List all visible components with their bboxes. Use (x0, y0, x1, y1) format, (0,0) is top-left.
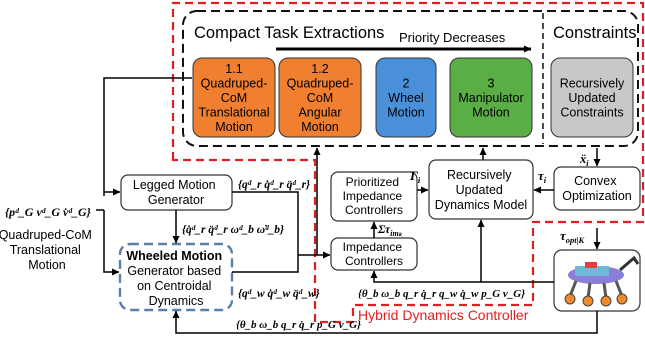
tau-opt-label: τopt|K (560, 228, 586, 245)
task-box-3 (449, 57, 533, 138)
convex-optimization-label: Convex Optimization (562, 174, 632, 203)
xddot-label: ẍi (579, 152, 589, 168)
gamma-label: Γi (409, 168, 421, 185)
priority-label: Priority Decreases (399, 30, 506, 45)
wheeled-motion-generator (118, 242, 234, 312)
tau-i-label: τi (538, 168, 547, 185)
input-caption: Quadruped-CoM Translational Motion (0, 228, 95, 272)
task-box-2 (375, 57, 437, 138)
hybrid-controller-boundary (171, 1, 645, 324)
wheeled-output-line (232, 255, 299, 273)
hybrid-controller-title: Hybrid Dynamics Controller (358, 307, 529, 323)
wheeled-output-label: {qᵈ_w q̇ᵈ_w q̈ᵈ_w} (238, 288, 320, 300)
legged-output-line (232, 191, 299, 255)
sum-tau-label: Στimₖ (377, 222, 404, 238)
task-extraction-title: Compact Task Extractions (194, 24, 384, 42)
input-to-task-line (103, 77, 192, 196)
legged-motion-label: Legged Motion Generator (133, 178, 219, 207)
state-feedback-line (370, 270, 554, 283)
dynamics-model-label: Recursively Updated Dynamics Model (435, 168, 527, 212)
robot-image (553, 249, 641, 312)
bottom-feedback-label: {θ_b ω_b q_r q̇_r p_G v_G} (236, 319, 361, 331)
constraints-title: Constraints (553, 24, 636, 42)
convex-optimization (553, 166, 641, 211)
task-box-0 (192, 57, 276, 138)
state-feedback-label: {θ_b ω_b q_r q̇_r q_w q̇_w p_G v_G} (358, 288, 525, 300)
constraint-box (550, 57, 634, 138)
wheeled-input-label: {q̇ᵈ_r q̈ᵈ_r ωᵈ_b ω̇ᵈ_b} (182, 224, 284, 236)
prioritized-impedance-label: Prioritized Impedance Controllers (343, 175, 406, 217)
input-set-label: {pᵈ_G vᵈ_G v̇ᵈ_G} (5, 205, 92, 219)
legged-output-label: {qᵈ_r q̇ᵈ_r q̈ᵈ_r} (238, 179, 310, 191)
task-box-1 (278, 57, 362, 138)
impedance-label: Impedance Controllers (343, 240, 406, 268)
bottom-feedback-line (172, 310, 598, 334)
prioritized-impedance-controllers (330, 171, 418, 222)
input-to-wheeled-arrow (103, 210, 120, 276)
dynamics-model (428, 159, 534, 220)
wheeled-motion-label: Wheeled Motion Generator based on Centro… (126, 249, 225, 308)
